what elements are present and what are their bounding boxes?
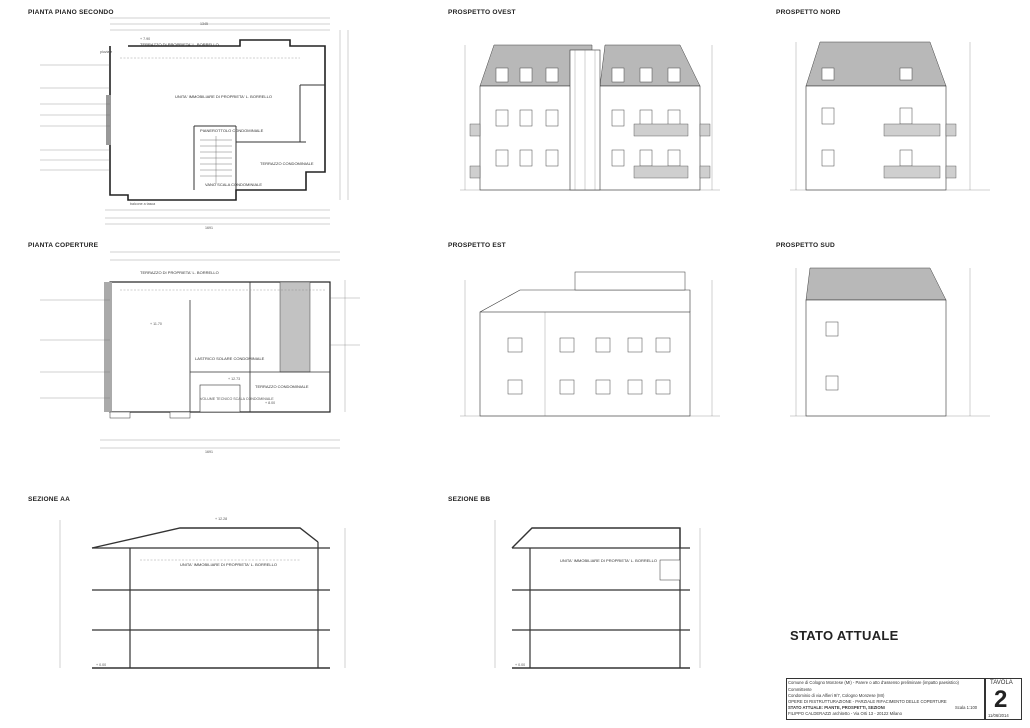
title-line-4: OPERE DI RISTRUTTURAZIONE - PARZIALE RIF… xyxy=(788,699,947,704)
roof-elev-c: + 11.70 xyxy=(150,322,162,326)
panel-title-south: PROSPETTO SUD xyxy=(776,242,835,249)
section-aa-elev-base: + 0.00 xyxy=(96,663,106,667)
title-block xyxy=(786,678,986,720)
plan-terrace-owner: TERRAZZO DI PROPRIETA' L. BORRELLO xyxy=(140,42,219,47)
elevation-east xyxy=(460,271,720,417)
panel-title-east: PROSPETTO EST xyxy=(448,242,506,249)
plan-balcone: balcone a tasca xyxy=(130,202,155,206)
plan-stair-label: VANO SCALA CONDOMINIALE xyxy=(205,182,262,187)
roof-volume-label: VOLUME TECNICO SCALA CONDOMINIALE xyxy=(200,397,274,401)
title-line-1: Comune di Cologno Monzese (MI) - Parere … xyxy=(788,680,959,685)
roof-elev-b: + 8.00 xyxy=(265,401,275,405)
roof-slab-label: LASTRICO SOLARE CONDOMINIALE xyxy=(195,356,265,361)
title-line-5: STATO ATTUALE: PIANTE, PROSPETTI, SEZION… xyxy=(788,705,885,710)
title-line-6: FILIPPO CALDERAZZI architetto - Via Orti… xyxy=(788,711,902,716)
title-line-3: Condominio di via Alfieri 9/7, Cologno M… xyxy=(788,693,885,698)
tavola-box xyxy=(984,678,1022,720)
title-line-2: Committente xyxy=(788,687,812,692)
roof-dim-total: 1691 xyxy=(205,450,213,454)
panel-title-roof-plan: PIANTA COPERTURE xyxy=(28,242,99,249)
roof-terrace-condo: TERRAZZO CONDOMINIALE xyxy=(255,384,309,389)
plan-dim-total: 1691 xyxy=(205,226,213,230)
section-bb-elev-base: + 0.00 xyxy=(515,663,525,667)
roof-plan: TERRAZZO DI PROPRIETA' L. BORRELLO LASTR… xyxy=(40,251,360,454)
panel-title-section-bb: SEZIONE BB xyxy=(448,496,491,503)
tavola-label: TAVOLA xyxy=(990,680,1013,686)
plan-pluviale: pluviale xyxy=(100,50,112,54)
section-aa-unit: UNITA' IMMOBILIARE DI PROPRIETA' L. BORR… xyxy=(180,562,277,567)
panel-title-plan-second: PIANTA PIANO SECONDO xyxy=(28,9,114,16)
elevation-south xyxy=(790,267,990,417)
section-aa: UNITA' IMMOBILIARE DI PROPRIETA' L. BORR… xyxy=(59,517,346,669)
elevation-north xyxy=(790,41,990,191)
panel-title-section-aa: SEZIONE AA xyxy=(28,496,71,503)
plan-dim-top: 1345 xyxy=(200,22,208,26)
plan-landing-label: PIANEROTTOLO CONDOMINIALE xyxy=(200,128,264,133)
section-bb: UNITA' IMMOBILIARE DI PROPRIETA' L. BORR… xyxy=(494,520,701,669)
plan-terrace-condo: TERRAZZO CONDOMINIALE xyxy=(260,161,314,166)
panel-title-west: PROSPETTO OVEST xyxy=(448,9,516,16)
roof-elev-d: + 12.73 xyxy=(228,377,240,381)
plan-unit-label: UNITA' IMMOBILIARE DI PROPRIETA' L. BORR… xyxy=(175,94,272,99)
title-date: 11/06/2014 xyxy=(988,713,1009,718)
panel-title-north: PROSPETTO NORD xyxy=(776,9,841,16)
status-title: STATO ATTUALE xyxy=(790,628,899,643)
elevation-west xyxy=(460,44,720,191)
tavola-number: 2 xyxy=(994,686,1008,713)
section-bb-unit: UNITA' IMMOBILIARE DI PROPRIETA' L. BORR… xyxy=(560,558,657,563)
plan-second-floor: TERRAZZO DI PROPRIETA' L. BORRELLO UNITA… xyxy=(40,17,349,230)
roof-terrace-owner: TERRAZZO DI PROPRIETA' L. BORRELLO xyxy=(140,270,219,275)
section-aa-elev-top: + 12.28 xyxy=(215,517,227,521)
plan-elev-a: + 7.90 xyxy=(140,37,150,41)
title-scale: Scala 1:100 xyxy=(955,705,978,710)
